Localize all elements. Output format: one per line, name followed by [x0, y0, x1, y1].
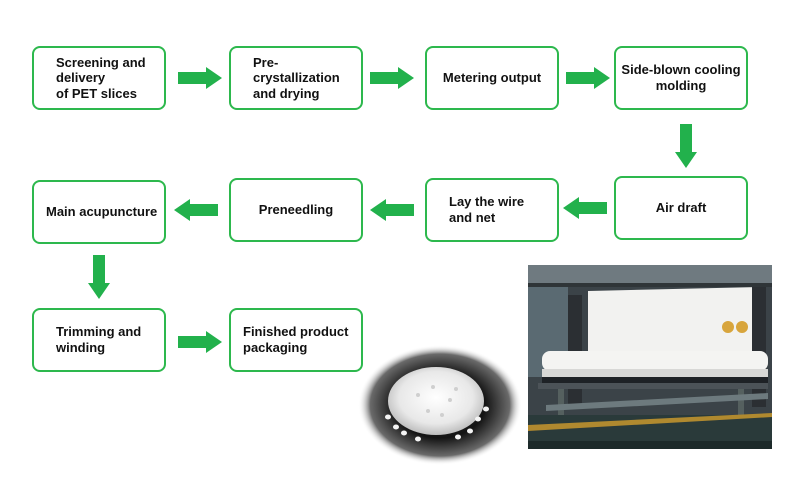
step-main-acupuncture: Main acupuncture [32, 180, 166, 244]
arrow-right-icon [566, 67, 610, 89]
step-air-draft: Air draft [614, 176, 748, 240]
step-side-blown: Side-blown cooling molding [614, 46, 748, 110]
arrow-left-icon [174, 199, 218, 221]
arrow-right-icon [178, 331, 222, 353]
arrow-down-icon [675, 124, 697, 168]
step-trimming: Trimming and winding [32, 308, 166, 372]
step-screening: Screening and delivery of PET slices [32, 46, 166, 110]
arrow-down-icon [88, 255, 110, 299]
step-precrystallization: Pre-crystallization and drying [229, 46, 363, 110]
arrow-right-icon [370, 67, 414, 89]
pellets-photo [358, 345, 522, 465]
arrow-right-icon [178, 67, 222, 89]
step-lay-wire: Lay the wire and net [425, 178, 559, 242]
step-preneedling: Preneedling [229, 178, 363, 242]
arrow-left-icon [370, 199, 414, 221]
arrow-left-icon [563, 197, 607, 219]
step-finished: Finished product packaging [229, 308, 363, 372]
production-line-photo [528, 265, 772, 449]
step-metering: Metering output [425, 46, 559, 110]
